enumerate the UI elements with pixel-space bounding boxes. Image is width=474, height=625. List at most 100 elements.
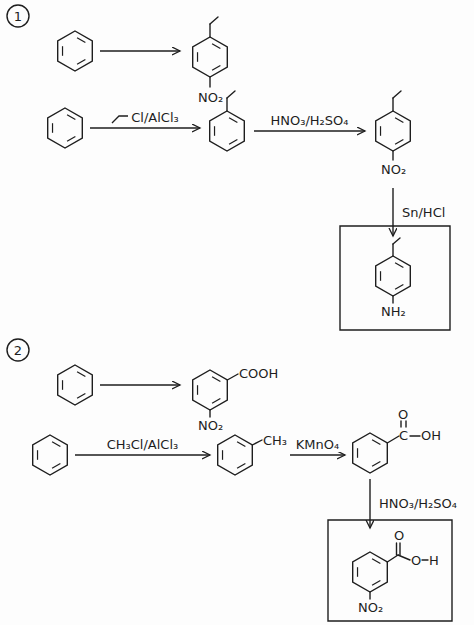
- double-bond: [372, 440, 380, 445]
- bond-line: [396, 543, 397, 555]
- molecule: [25, 432, 75, 478]
- double-bond: [395, 139, 403, 144]
- bond-line: [392, 151, 393, 160]
- molecule: [200, 88, 254, 154]
- reaction-arrow: [392, 188, 393, 236]
- group-label: H: [429, 553, 439, 568]
- double-bond: [62, 380, 63, 390]
- double-bond: [212, 398, 220, 403]
- double-bond: [77, 393, 85, 398]
- double-bond: [395, 263, 403, 268]
- double-bond: [372, 559, 380, 564]
- structure-lines: [340, 528, 442, 618]
- double-bond: [77, 38, 85, 43]
- reagent-text: HNO₃/H₂SO₄: [379, 496, 457, 511]
- bond-line: [209, 410, 210, 417]
- reagent-text: KMnO₄: [296, 437, 339, 452]
- double-bond: [212, 44, 220, 49]
- bond-line: [210, 17, 218, 24]
- molecule: COOH NO₂: [180, 350, 280, 436]
- bond-line: [227, 374, 238, 380]
- reagent-label: HNO₃/H₂SO₄: [377, 496, 459, 511]
- bond-line: [410, 435, 420, 436]
- bond-line: [393, 238, 400, 244]
- molecule: OOHNO₂: [340, 528, 442, 618]
- reagent-text: HNO₃/H₂SO₄: [270, 113, 348, 128]
- double-bond: [237, 463, 245, 468]
- group-label: NO₂: [358, 600, 383, 615]
- benzene-ring: [210, 111, 245, 151]
- bond-line: [398, 555, 410, 560]
- benzene-ring: [193, 37, 228, 77]
- double-bond: [52, 463, 60, 468]
- double-bond: [380, 126, 381, 136]
- double-bond: [395, 284, 403, 289]
- reaction-arrow: [254, 130, 365, 131]
- molecule: NH₂: [365, 236, 421, 322]
- group-label: NO₂: [198, 90, 223, 105]
- molecule: NO₂: [365, 88, 421, 188]
- reagent-text: Sn/HCl: [402, 205, 445, 220]
- structure-lines: [25, 432, 75, 478]
- double-bond: [222, 450, 223, 460]
- reagent-label: HNO₃/H₂SO₄: [268, 113, 350, 128]
- reagent-label: Sn/HCl: [400, 205, 447, 220]
- product-box: [328, 520, 452, 621]
- double-bond: [372, 461, 380, 466]
- double-bond: [229, 118, 237, 123]
- structure-lines: [180, 350, 280, 436]
- double-bond: [357, 567, 358, 577]
- double-bond: [372, 580, 380, 585]
- benzene-ring: [353, 433, 388, 473]
- group-label: O: [398, 407, 408, 422]
- bond-line: [392, 296, 393, 303]
- reagent-text: Cl/AlCl₃: [131, 110, 178, 125]
- benzene-ring: [193, 370, 228, 410]
- double-bond: [37, 450, 38, 460]
- circle-outline: [7, 339, 29, 361]
- double-bond: [77, 59, 85, 64]
- molecule: [50, 28, 100, 74]
- benzene-ring: [376, 256, 411, 296]
- double-bond: [357, 448, 358, 458]
- benzene-ring: [48, 108, 83, 148]
- group-label: NO₂: [198, 418, 223, 433]
- double-bond: [67, 136, 75, 141]
- bond-line: [226, 98, 227, 111]
- reaction-arrow: [90, 127, 200, 128]
- reagent-text: CH₃Cl/AlCl₃: [107, 437, 179, 452]
- double-bond: [229, 139, 237, 144]
- reaction-arrow: [75, 454, 210, 455]
- molecule: [40, 105, 90, 151]
- bond-line: [393, 91, 401, 98]
- double-bond: [212, 377, 220, 382]
- structure-lines: [50, 362, 100, 408]
- molecule: CH₃: [210, 432, 290, 478]
- benzene-ring: [58, 31, 93, 71]
- double-bond: [214, 126, 215, 136]
- circle-outline: [7, 5, 29, 27]
- structure-lines: [200, 88, 254, 154]
- bond-line: [399, 543, 400, 555]
- group-label: COOH: [239, 366, 278, 381]
- bond-line: [227, 91, 235, 98]
- benzene-ring: [353, 552, 388, 592]
- bond-line: [392, 98, 393, 111]
- structure-lines: [50, 28, 100, 74]
- molecule: NO₂: [180, 12, 240, 112]
- double-bond: [212, 65, 220, 70]
- molecule: [50, 362, 100, 408]
- step-number: 1: [6, 4, 32, 28]
- reaction-arrow: [100, 384, 180, 385]
- group-label: NH₂: [381, 304, 406, 319]
- reagent-label: KMnO₄: [294, 437, 341, 452]
- group-label: O: [394, 528, 404, 543]
- group-label: OH: [421, 428, 441, 443]
- reaction-arrow: [100, 50, 180, 51]
- reagent-label: Cl/AlCl₃: [109, 110, 180, 125]
- double-bond: [52, 442, 60, 447]
- double-bond: [197, 385, 198, 395]
- bond-line: [387, 555, 398, 562]
- bond-line: [369, 592, 370, 599]
- double-bond: [62, 46, 63, 56]
